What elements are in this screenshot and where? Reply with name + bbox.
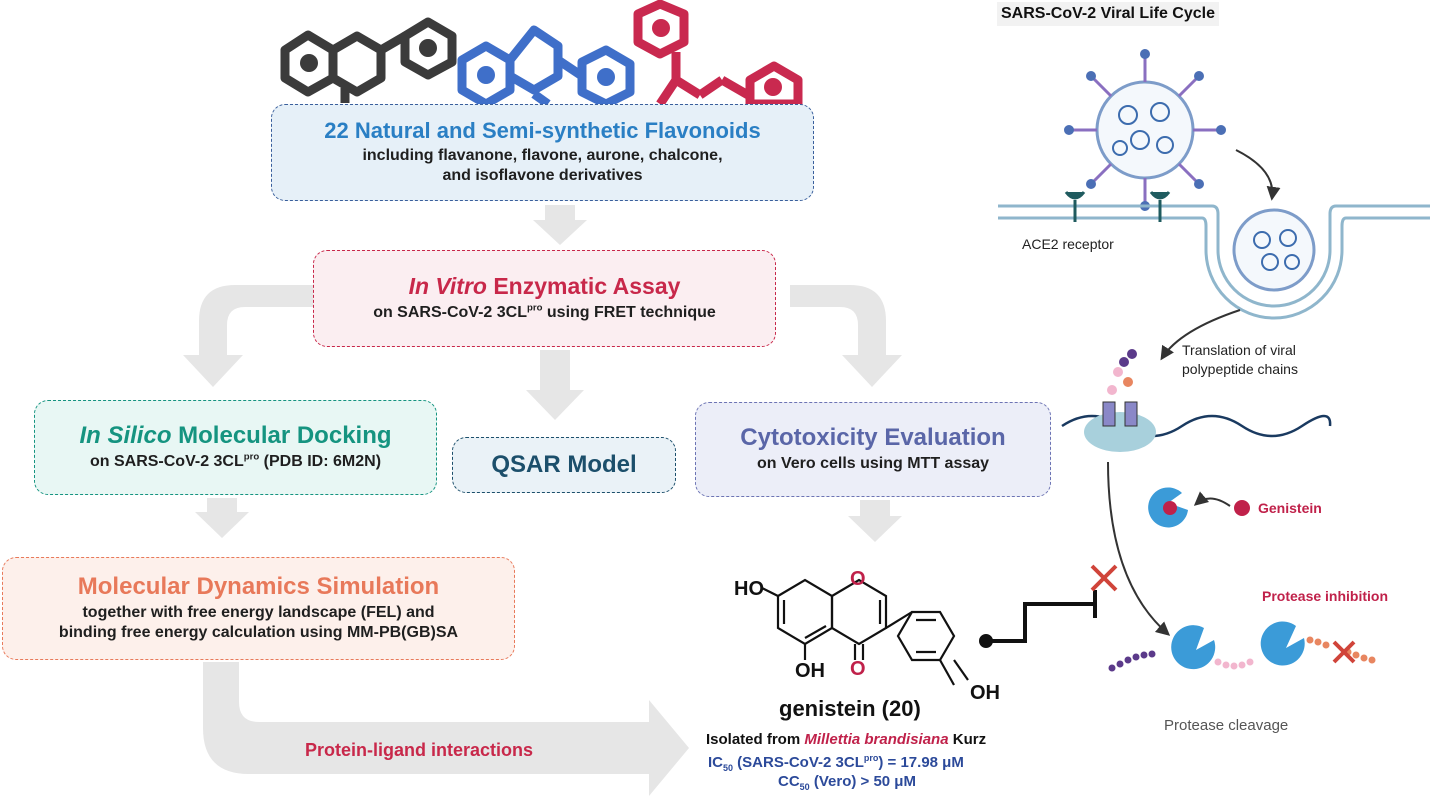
- atom-oh-right: OH: [970, 682, 1000, 704]
- arrow-assay-to-docking: [183, 285, 315, 387]
- genistein-molecule-icon: [1234, 500, 1250, 516]
- ace2-label: ACE2 receptor: [1022, 236, 1114, 252]
- isolated-pre: Isolated from: [706, 731, 805, 748]
- cc50-sub: 50: [799, 782, 810, 792]
- pathway-arrow: [1107, 461, 1171, 636]
- genistein-label: Genistein: [1258, 500, 1322, 516]
- md-simulation-box: Molecular Dynamics Simulation together w…: [2, 557, 515, 660]
- isolated-post: Kurz: [948, 731, 987, 748]
- cytotoxicity-title: Cytotoxicity Evaluation: [740, 423, 1006, 451]
- translation-line1: Translation of viral: [1182, 342, 1296, 358]
- enzymatic-sub: on SARS-CoV-2 3CLpro using FRET techniqu…: [373, 303, 716, 323]
- genistein-isolated: Isolated from Millettia brandisiana Kurz: [706, 731, 986, 748]
- docking-sub-post: (PDB ID: 6M2N): [259, 452, 382, 470]
- protease-cleavage-icon: [1108, 621, 1376, 672]
- qsar-title: QSAR Model: [491, 450, 637, 478]
- ace2-receptor-icon: [1064, 191, 1171, 222]
- cytotoxicity-box: Cytotoxicity Evaluation on Vero cells us…: [695, 402, 1051, 497]
- enzymatic-sub-pre: on SARS-CoV-2 3CL: [373, 304, 527, 322]
- arrow-cytotoxicity-to-genistein: [848, 500, 902, 542]
- isolated-species: Millettia brandisiana: [804, 731, 949, 748]
- docking-sub-sup: pro: [243, 451, 260, 463]
- atom-keto-o: O: [850, 658, 866, 680]
- blocked-x-icon: [1090, 564, 1118, 592]
- ribosome-icon: [1061, 349, 1332, 452]
- flavonoids-box: 22 Natural and Semi-synthetic Flavonoids…: [271, 104, 814, 201]
- arrow-docking-to-md: [195, 498, 249, 538]
- protein-ligand-label: Protein-ligand interactions: [305, 740, 534, 760]
- flavonoids-title: 22 Natural and Semi-synthetic Flavonoids: [324, 117, 761, 143]
- atom-ho: HO: [734, 578, 764, 600]
- flavonoids-line2: and isoflavone derivatives: [442, 167, 643, 185]
- virus-icon: [1064, 49, 1226, 211]
- genistein-name: genistein (20): [779, 696, 921, 721]
- docking-title-italic: In Silico: [79, 422, 172, 450]
- enzymatic-title-rest: Enzymatic Assay: [486, 272, 681, 299]
- ic50-pre: IC: [708, 754, 723, 771]
- flavonoids-line1: including flavanone, flavone, aurone, ch…: [362, 147, 723, 165]
- cc50-post: (Vero) > 50 μM: [809, 773, 916, 790]
- enzymatic-title: In Vitro Enzymatic Assay: [408, 272, 681, 299]
- enzymatic-sub-sup: pro: [526, 302, 543, 314]
- inhibition-connector: [979, 590, 1097, 648]
- ic50-sup: pro: [863, 753, 879, 763]
- ic50-mid: (SARS-CoV-2 3CL: [733, 754, 864, 771]
- entry-arrow: [1235, 149, 1281, 201]
- translation-line2: polypeptide chains: [1182, 361, 1298, 377]
- md-line1: together with free energy landscape (FEL…: [82, 604, 435, 622]
- docking-title-rest: Molecular Docking: [171, 422, 392, 450]
- inhibition-label: Protease inhibition: [1262, 588, 1389, 604]
- protease-icon: [1148, 487, 1188, 528]
- cytotoxicity-sub: on Vero cells using MTT assay: [756, 455, 990, 473]
- cc50-pre: CC: [778, 773, 800, 790]
- cleavage-label: Protease cleavage: [1164, 717, 1289, 734]
- genistein-structure-icon: [761, 578, 969, 686]
- md-title: Molecular Dynamics Simulation: [77, 572, 440, 600]
- endocytosed-virus-icon: [1232, 208, 1316, 292]
- arrow-flavonoids-to-assay: [533, 205, 587, 245]
- lifecycle-title: SARS-CoV-2 Viral Life Cycle: [997, 2, 1219, 26]
- docking-sub: on SARS-CoV-2 3CLpro (PDB ID: 6M2N): [90, 452, 381, 472]
- enzymatic-title-italic: In Vitro: [408, 272, 487, 299]
- chalcone-structure-icon: [633, 0, 803, 109]
- enzymatic-assay-box: In Vitro Enzymatic Assay on SARS-CoV-2 3…: [313, 250, 776, 347]
- genistein-cc50: CC50 (Vero) > 50 μM: [778, 773, 916, 792]
- docking-title: In Silico Molecular Docking: [79, 423, 391, 449]
- ic50-post: ) = 17.98 μM: [878, 754, 964, 771]
- genistein-ic50: IC50 (SARS-CoV-2 3CLpro) = 17.98 μM: [708, 753, 964, 773]
- atom-oh-bottom: OH: [795, 660, 825, 682]
- flavone-structure-icon: [457, 25, 635, 109]
- flavanone-structure-icon: [280, 17, 457, 103]
- qsar-box: QSAR Model: [452, 437, 676, 493]
- enzymatic-sub-post: using FRET technique: [542, 304, 716, 322]
- release-arrow: [1160, 309, 1241, 361]
- arrow-md-to-genistein: [203, 662, 689, 796]
- cell-membrane: [998, 204, 1430, 320]
- flow-arrows: [183, 205, 902, 796]
- arrow-assay-to-cytotoxicity: [790, 285, 902, 387]
- md-line2: binding free energy calculation using MM…: [58, 624, 459, 642]
- ic50-sub: 50: [723, 763, 734, 773]
- docking-box: In Silico Molecular Docking on SARS-CoV-…: [34, 400, 437, 495]
- atom-ring-o: O: [850, 568, 866, 590]
- arrow-assay-to-qsar: [526, 350, 584, 420]
- docking-sub-pre: on SARS-CoV-2 3CL: [89, 452, 244, 470]
